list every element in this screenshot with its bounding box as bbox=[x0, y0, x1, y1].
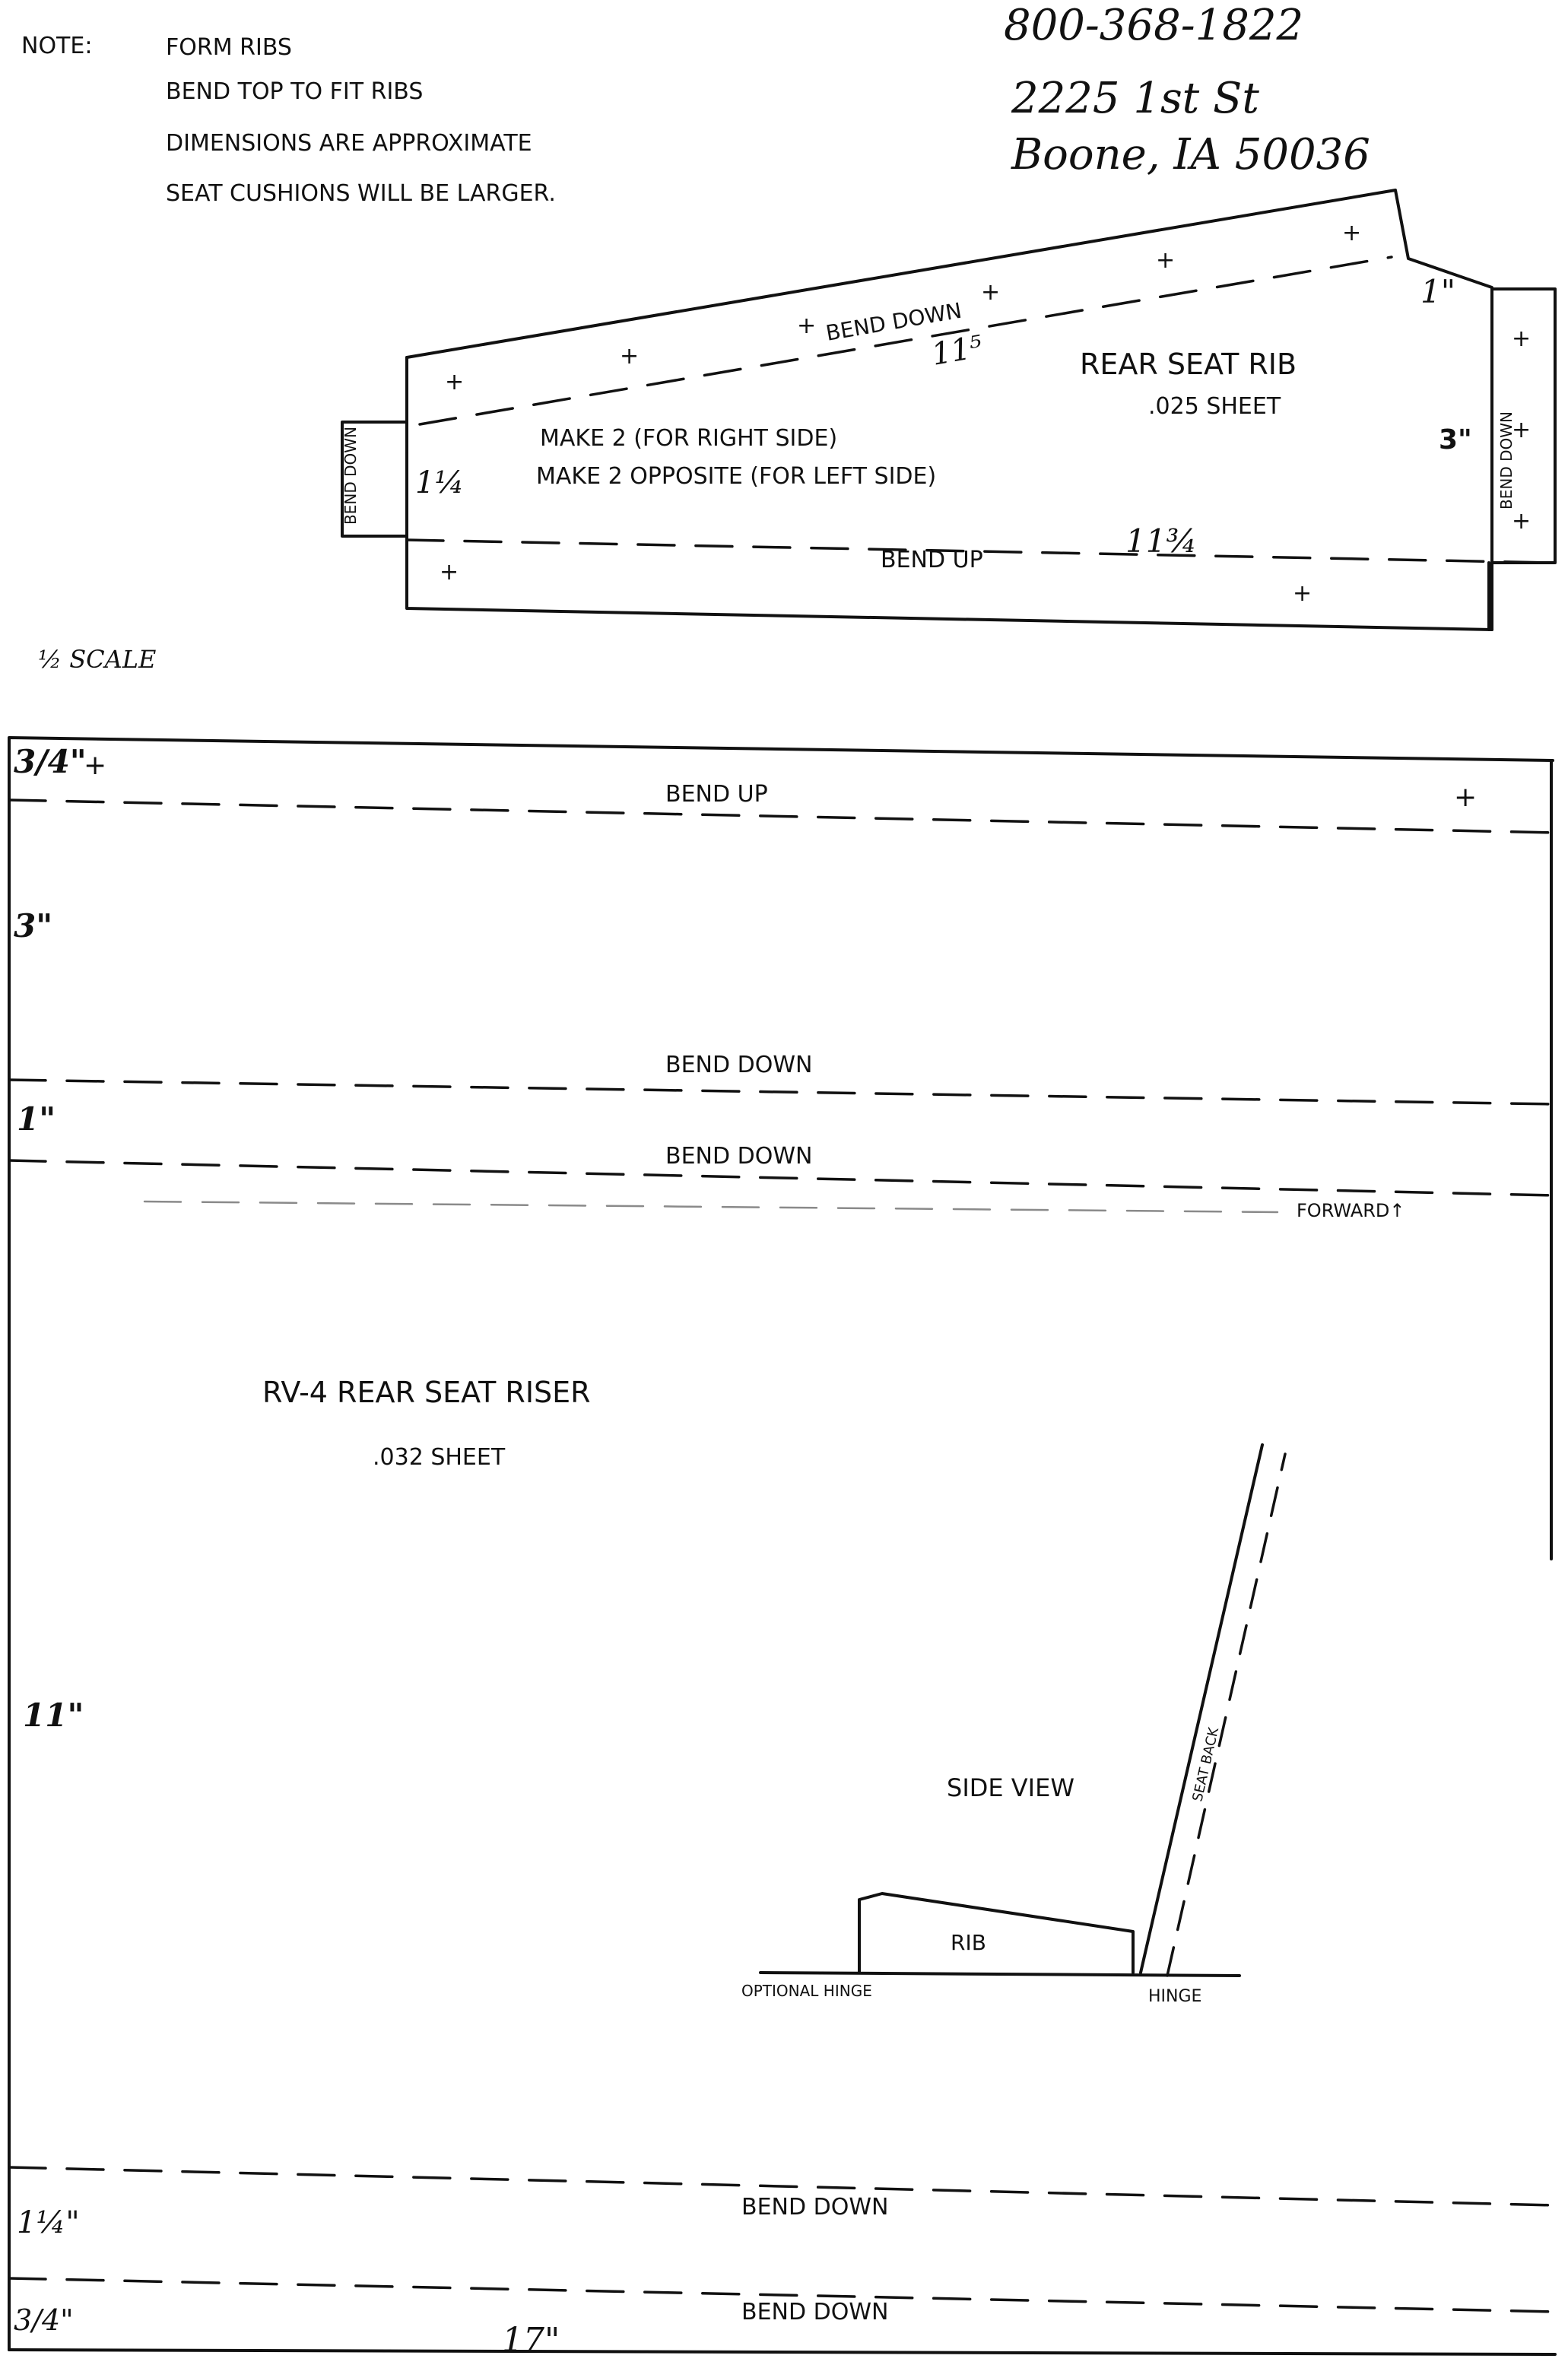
rib-bend-bottom-line bbox=[405, 538, 1553, 564]
riser-forward-label: FORWARD↑ bbox=[1297, 1200, 1405, 1221]
riser-bend-label-4: BEND DOWN bbox=[741, 2194, 888, 2221]
street-address: 2225 1st St bbox=[1011, 74, 1259, 123]
note-line-3: DIMENSIONS ARE APPROXIMATE bbox=[166, 130, 532, 157]
rib-bend-top-line bbox=[418, 256, 1393, 426]
svg-text:+: + bbox=[620, 343, 639, 370]
svg-text:+: + bbox=[1156, 247, 1175, 274]
svg-text:+: + bbox=[797, 313, 816, 339]
rib-dim-left: 1¼ bbox=[415, 465, 464, 500]
riser-bend-line-2 bbox=[8, 1078, 1557, 1106]
rib-bend-right-label: BEND DOWN bbox=[1497, 411, 1516, 510]
svg-text:+: + bbox=[1512, 325, 1531, 352]
riser-bend-line-1 bbox=[8, 798, 1557, 834]
rib-dim-right: 3" bbox=[1439, 424, 1472, 456]
rib-dim-bottom: 11¾ bbox=[1125, 522, 1197, 560]
svg-text:+: + bbox=[1293, 580, 1312, 607]
rib-material: .025 SHEET bbox=[1148, 393, 1281, 420]
svg-text:+: + bbox=[445, 369, 464, 395]
riser-rivet-marks: ++ bbox=[84, 750, 1477, 813]
rib-left-flange bbox=[341, 421, 408, 538]
note-line-4: SEAT CUSHIONS WILL BE LARGER. bbox=[166, 180, 556, 207]
side-view-hinge: HINGE bbox=[1148, 1987, 1201, 2006]
rib-bend-left-label: BEND DOWN bbox=[341, 427, 360, 525]
svg-text:+: + bbox=[1512, 508, 1531, 535]
riser-dim-5: 1¼" bbox=[17, 2205, 80, 2240]
svg-text:+: + bbox=[981, 279, 1000, 306]
rib-dim-corner: 1" bbox=[1420, 273, 1455, 310]
rib-make-right: MAKE 2 (FOR RIGHT SIDE) bbox=[540, 425, 837, 452]
scale-note: ½ SCALE bbox=[38, 645, 156, 674]
side-view-seat-back-bend bbox=[1166, 1452, 1287, 1977]
note-line-1: FORM RIBS bbox=[166, 34, 292, 61]
riser-bend-line-3 bbox=[8, 1159, 1557, 1197]
note-label: NOTE: bbox=[21, 33, 92, 59]
svg-text:+: + bbox=[1342, 220, 1361, 246]
riser-bend-label-2: BEND DOWN bbox=[665, 1052, 812, 1078]
side-view-seat-back bbox=[1139, 1443, 1264, 1974]
riser-bend-label-5: BEND DOWN bbox=[741, 2299, 888, 2325]
riser-dim-1: 3/4" bbox=[14, 743, 87, 780]
side-view-title: SIDE VIEW bbox=[947, 1773, 1074, 1802]
side-view-rib-outline bbox=[858, 1892, 1135, 1974]
riser-bend-line-5 bbox=[8, 2277, 1557, 2313]
rear-seat-riser: BEND UP BEND DOWN BEND DOWN BEND DOWN BE… bbox=[8, 736, 1557, 2360]
rib-bend-bottom-label: BEND UP bbox=[881, 547, 983, 573]
riser-faint-line bbox=[143, 1200, 1279, 1214]
rib-title: REAR SEAT RIB bbox=[1080, 348, 1297, 381]
svg-text:+: + bbox=[84, 750, 106, 781]
svg-text:+: + bbox=[1512, 417, 1531, 443]
rib-dim-top: 11⁵ bbox=[929, 329, 986, 373]
rib-rivet-marks: + + + + + + + + + + + bbox=[440, 220, 1531, 607]
side-view-optional-hinge: OPTIONAL HINGE bbox=[741, 1982, 872, 2000]
riser-material: .032 SHEET bbox=[373, 1444, 506, 1471]
rib-make-left: MAKE 2 OPPOSITE (FOR LEFT SIDE) bbox=[536, 463, 936, 490]
phone-number: 800-368-1822 bbox=[1004, 1, 1303, 50]
note-line-2: BEND TOP TO FIT RIBS bbox=[166, 78, 423, 105]
riser-dim-4: 11" bbox=[23, 1697, 84, 1734]
rear-seat-rib: +++ +++ ++ +++ REAR SEAT RIB .025 SHEET … bbox=[341, 189, 1557, 631]
side-view-base-line bbox=[759, 1971, 1241, 1977]
riser-bend-label-3: BEND DOWN bbox=[665, 1143, 812, 1170]
riser-bend-label-1: BEND UP bbox=[665, 781, 768, 808]
riser-dim-2: 3" bbox=[14, 907, 52, 944]
svg-text:+: + bbox=[440, 559, 459, 586]
svg-text:+: + bbox=[1454, 782, 1477, 813]
riser-title: RV-4 REAR SEAT RISER bbox=[262, 1376, 591, 1409]
riser-bend-line-4 bbox=[8, 2166, 1557, 2207]
riser-dim-width: 17" bbox=[502, 2321, 560, 2360]
riser-dim-6: 3/4" bbox=[14, 2303, 74, 2337]
riser-dim-3: 1" bbox=[17, 1100, 56, 1138]
riser-outline bbox=[8, 736, 1554, 2351]
city-address: Boone, IA 50036 bbox=[1011, 130, 1370, 179]
riser-bottom-edge bbox=[8, 2348, 1557, 2356]
side-view-sketch: SIDE VIEW RIB SEAT BACK OPTIONAL HINGE H… bbox=[741, 1443, 1287, 2006]
side-view-rib-label: RIB bbox=[951, 1930, 986, 1955]
